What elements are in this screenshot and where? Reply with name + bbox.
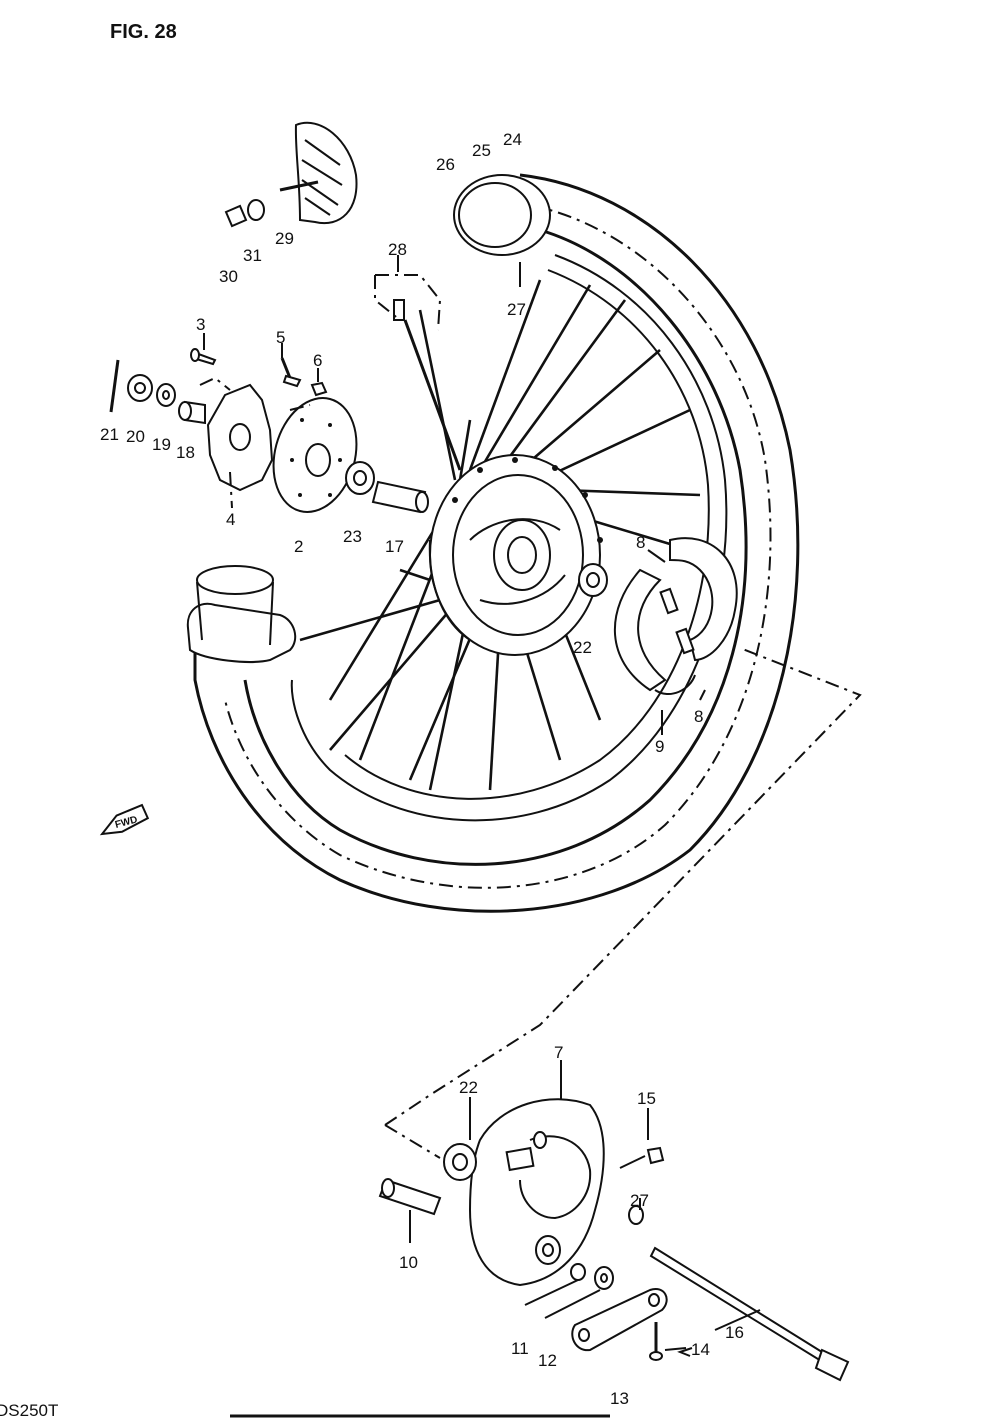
valve-stem bbox=[279, 180, 319, 192]
bolt-14 bbox=[649, 1322, 663, 1361]
bearing-22-upper bbox=[578, 563, 608, 597]
brake-panel bbox=[468, 1098, 605, 1287]
label-8-lower: 8 bbox=[694, 707, 703, 726]
label-12: 12 bbox=[538, 1351, 557, 1370]
label-31: 31 bbox=[243, 246, 262, 265]
fwd-arrow: FWD bbox=[99, 803, 150, 836]
label-22-lower: 22 bbox=[459, 1078, 478, 1097]
label-4: 4 bbox=[226, 510, 235, 529]
label-24: 24 bbox=[503, 130, 522, 149]
washer bbox=[156, 383, 176, 407]
label-8-upper: 8 bbox=[636, 533, 645, 552]
model-code: DS250T bbox=[0, 1401, 58, 1420]
label-29: 29 bbox=[275, 229, 294, 248]
hub bbox=[428, 454, 603, 656]
figure-title: FIG. 28 bbox=[110, 21, 177, 43]
part-labels: 24 25 26 27 28 29 30 31 3 5 6 21 20 19 1… bbox=[100, 130, 744, 1408]
label-18: 18 bbox=[176, 443, 195, 462]
label-17: 17 bbox=[385, 537, 404, 556]
nut-6 bbox=[310, 381, 328, 397]
label-16: 16 bbox=[725, 1323, 744, 1342]
tire bbox=[186, 173, 800, 913]
valve-cap bbox=[224, 204, 248, 228]
label-14: 14 bbox=[691, 1340, 710, 1359]
brake-shoes bbox=[613, 537, 738, 695]
label-30: 30 bbox=[219, 267, 238, 286]
brake-arm bbox=[571, 1288, 668, 1352]
cotter-pin bbox=[109, 359, 120, 413]
label-26: 26 bbox=[436, 155, 455, 174]
label-21: 21 bbox=[100, 425, 119, 444]
label-5: 5 bbox=[276, 328, 285, 347]
sprocket bbox=[206, 383, 274, 492]
label-27-lower: 27 bbox=[630, 1191, 649, 1210]
label-11: 11 bbox=[511, 1339, 529, 1358]
label-13: 13 bbox=[610, 1389, 629, 1408]
label-10: 10 bbox=[399, 1253, 418, 1272]
axle bbox=[649, 1246, 850, 1382]
valve-nut bbox=[247, 199, 265, 221]
label-9: 9 bbox=[655, 737, 664, 756]
collar bbox=[178, 400, 206, 425]
label-7: 7 bbox=[554, 1043, 563, 1062]
label-6: 6 bbox=[313, 351, 322, 370]
bearing-22-lower bbox=[443, 1143, 477, 1181]
rim-strip-piece bbox=[294, 121, 358, 225]
hub-bearing bbox=[345, 461, 375, 495]
label-23: 23 bbox=[343, 527, 362, 546]
bolt-3 bbox=[190, 348, 217, 366]
spoke-28 bbox=[374, 274, 462, 471]
label-25: 25 bbox=[472, 141, 491, 160]
brake-disc bbox=[272, 397, 358, 513]
cam-shaft bbox=[378, 1178, 442, 1216]
washer-11 bbox=[570, 1263, 586, 1281]
nut-15 bbox=[646, 1146, 665, 1165]
bolt-5 bbox=[280, 357, 302, 388]
label-28: 28 bbox=[388, 240, 407, 259]
label-19: 19 bbox=[152, 435, 171, 454]
label-20: 20 bbox=[126, 427, 145, 446]
label-22-upper: 22 bbox=[573, 638, 592, 657]
label-3: 3 bbox=[196, 315, 205, 334]
axle-nut bbox=[127, 374, 153, 402]
washer-27-lower bbox=[628, 1205, 644, 1225]
label-15: 15 bbox=[637, 1089, 656, 1108]
spacer bbox=[371, 480, 429, 514]
label-27-upper: 27 bbox=[507, 300, 526, 319]
washer-12 bbox=[594, 1266, 614, 1290]
label-2: 2 bbox=[294, 537, 303, 556]
